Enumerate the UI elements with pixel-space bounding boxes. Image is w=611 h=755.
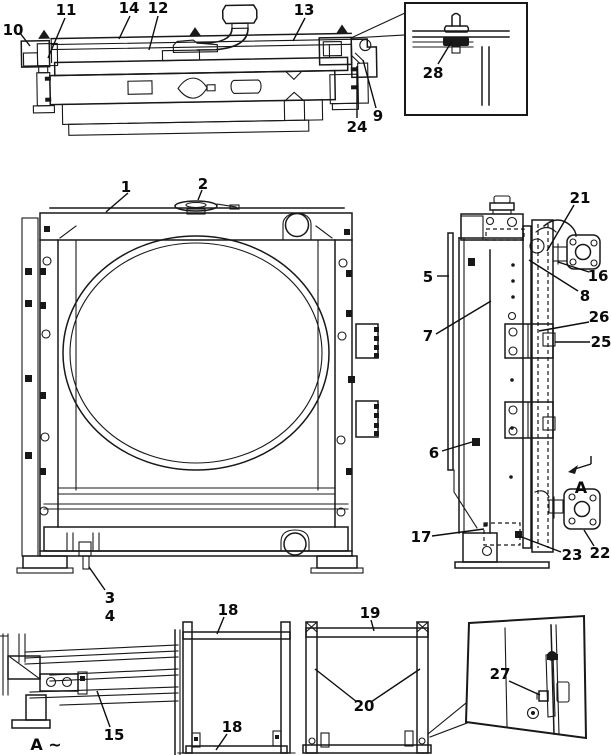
callout-1: 1 <box>121 178 131 196</box>
callout-25: 25 <box>591 333 611 351</box>
callout-24: 24 <box>347 118 368 136</box>
detail-inset-27 <box>427 614 588 740</box>
callout-6: 6 <box>429 444 439 462</box>
mount-bracket-upper <box>504 323 556 359</box>
callout-26: 26 <box>589 308 610 326</box>
callout-2: 2 <box>198 175 208 193</box>
callout-19: 19 <box>360 604 381 622</box>
clip-6 <box>472 438 480 446</box>
callout-22: 22 <box>590 544 611 562</box>
bottom-outlet <box>283 532 307 556</box>
top-seal-strip <box>182 631 291 640</box>
tank-body <box>49 69 337 106</box>
fan-shroud-ring <box>62 235 330 471</box>
cap-side <box>489 202 515 211</box>
filler-hole <box>284 212 310 238</box>
callout-15: 15 <box>104 726 125 744</box>
frame-outline <box>39 212 353 557</box>
section-ref-label: A ~ <box>30 735 61 754</box>
callout-21: 21 <box>570 189 591 207</box>
detail-view-15 <box>0 629 181 755</box>
side-view-radiator <box>447 195 601 569</box>
callout-3: 3 <box>105 589 115 607</box>
callout-8: 8 <box>580 287 590 305</box>
core-side-hatch <box>522 225 532 549</box>
callout-7: 7 <box>423 327 433 345</box>
front-view-radiator <box>16 200 379 574</box>
callout-17: 17 <box>411 528 432 546</box>
callout-18b: 18 <box>222 718 243 736</box>
detail-inset-28 <box>350 2 528 116</box>
callout-12: 12 <box>148 0 169 17</box>
arrow-marker-icon <box>38 29 51 39</box>
callout-13: 13 <box>294 1 315 19</box>
section-arrow-a <box>568 456 592 474</box>
arrow-marker-icon <box>336 24 349 34</box>
callout-16: 16 <box>588 267 609 285</box>
clip-fastener-27 <box>526 651 570 720</box>
seal-strip-20 <box>305 627 429 638</box>
bottom-seal-strip <box>185 745 288 754</box>
callout-28: 28 <box>423 64 444 82</box>
callout-18: 18 <box>218 601 239 619</box>
callout-11: 11 <box>56 1 77 19</box>
callout-5: 5 <box>423 268 433 286</box>
top-view-tank-assembly <box>20 4 378 136</box>
outlet-flange <box>534 488 601 530</box>
callout-23: 23 <box>562 546 583 564</box>
arrow-marker-icon <box>189 27 202 37</box>
inlet-flange <box>535 219 601 270</box>
callout-20: 20 <box>354 697 375 715</box>
inset-box <box>464 614 588 740</box>
mount-bracket-lower <box>504 401 556 439</box>
left-end-cap <box>20 39 51 68</box>
filler-pipe-elbow <box>161 4 258 62</box>
radiator-cap <box>174 200 240 215</box>
drain-plug <box>78 541 92 557</box>
right-end-bracket <box>318 36 378 111</box>
frame-detail-19 <box>302 621 432 754</box>
callout-4: 4 <box>105 607 115 625</box>
corner-plate <box>39 673 79 692</box>
callout-labels: 10 11 14 12 13 24 9 28 1 2 3 4 21 16 8 5… <box>3 0 611 754</box>
pin-fastener <box>443 12 470 54</box>
callout-10: 10 <box>3 21 24 39</box>
side-foot <box>462 532 498 563</box>
callout-27: 27 <box>490 665 511 683</box>
callout-9: 9 <box>373 107 383 125</box>
leader-lines <box>19 15 595 751</box>
frame-detail-18 <box>177 621 296 754</box>
side-mount-bracket <box>355 400 379 438</box>
section-arrow-label: A <box>575 478 588 497</box>
side-mount-bracket <box>355 323 379 359</box>
callout-14: 14 <box>119 0 140 17</box>
inset-box <box>404 2 528 116</box>
